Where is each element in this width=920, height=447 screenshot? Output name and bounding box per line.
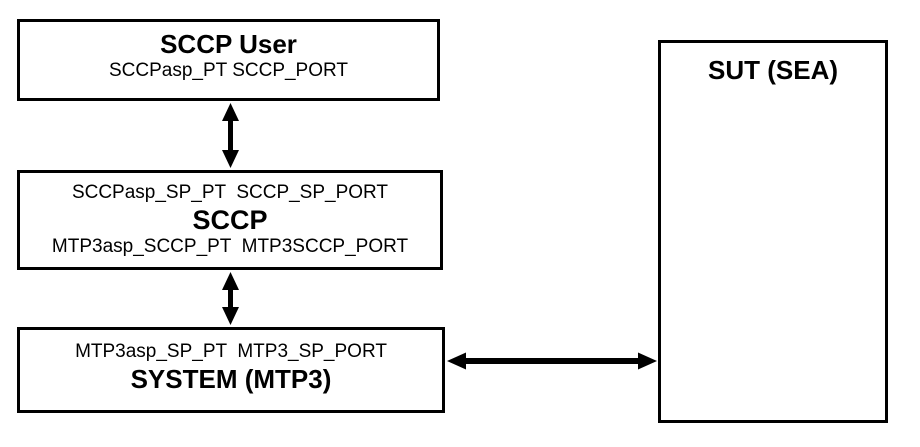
box-sccp-user: SCCP User SCCPasp_PT SCCP_PORT: [17, 19, 440, 101]
double-arrow-system-sut-icon: [447, 352, 657, 370]
box-system-mtp3: MTP3asp_SP_PT MTP3_SP_PORT SYSTEM (MTP3): [17, 327, 445, 413]
sccp-user-title: SCCP User: [160, 29, 297, 59]
double-arrow-sccpuser-sccp-icon: [222, 103, 239, 168]
double-arrow-sccp-system-icon: [222, 272, 239, 325]
system-mtp3-port-label: MTP3asp_SP_PT MTP3_SP_PORT: [75, 341, 387, 362]
sccp-user-port-label: SCCPasp_PT SCCP_PORT: [109, 60, 348, 81]
sccp-title: SCCP: [192, 205, 268, 235]
box-sut: SUT (SEA): [658, 40, 888, 423]
box-sccp: SCCPasp_SP_PT SCCP_SP_PORT SCCP MTP3asp_…: [17, 170, 443, 270]
system-mtp3-title: SYSTEM (MTP3): [130, 364, 332, 394]
sccp-upper-port-label: SCCPasp_SP_PT SCCP_SP_PORT: [71, 182, 389, 203]
sut-title: SUT (SEA): [708, 55, 838, 85]
sccp-lower-port-label: MTP3asp_SCCP_PT MTP3SCCP_PORT: [51, 236, 409, 257]
